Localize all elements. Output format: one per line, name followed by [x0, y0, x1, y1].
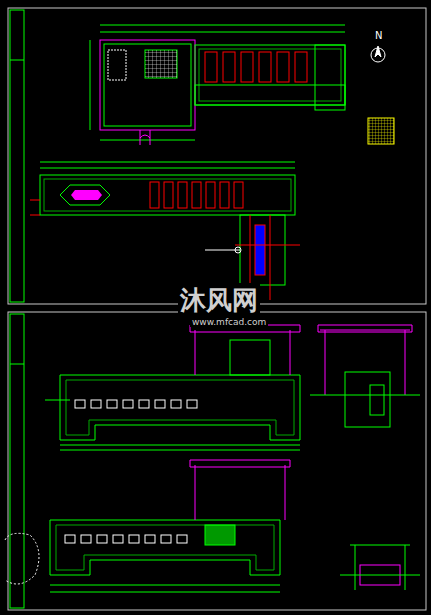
compartment — [295, 52, 307, 82]
pipe-opening — [145, 535, 155, 543]
north-arrow-label: N — [373, 30, 384, 41]
pipe-opening — [75, 400, 85, 408]
pipe-opening — [65, 535, 75, 543]
compartment — [220, 182, 229, 208]
compartment — [259, 52, 271, 82]
compartment — [150, 182, 159, 208]
compartment — [164, 182, 173, 208]
pipe-opening — [91, 400, 101, 408]
compartment — [223, 52, 235, 82]
watermark: 沐风网 — [178, 283, 260, 318]
pipe-opening — [113, 535, 123, 543]
compartment — [234, 182, 243, 208]
pipe-opening — [177, 535, 187, 543]
watermark-url: www.mfcad.com — [190, 317, 268, 327]
compartment — [205, 52, 217, 82]
pipe-opening — [107, 400, 117, 408]
compartment — [178, 182, 187, 208]
compartment — [192, 182, 201, 208]
pipe-opening — [161, 535, 171, 543]
pipe-opening — [171, 400, 181, 408]
pipe-opening — [81, 535, 91, 543]
pipe-opening — [139, 400, 149, 408]
compartment — [277, 52, 289, 82]
compartment — [241, 52, 253, 82]
pipe-opening — [155, 400, 165, 408]
pipe-opening — [97, 535, 107, 543]
compartment — [206, 182, 215, 208]
pipe-opening — [129, 535, 139, 543]
pipe-opening — [123, 400, 133, 408]
pipe-opening — [187, 400, 197, 408]
